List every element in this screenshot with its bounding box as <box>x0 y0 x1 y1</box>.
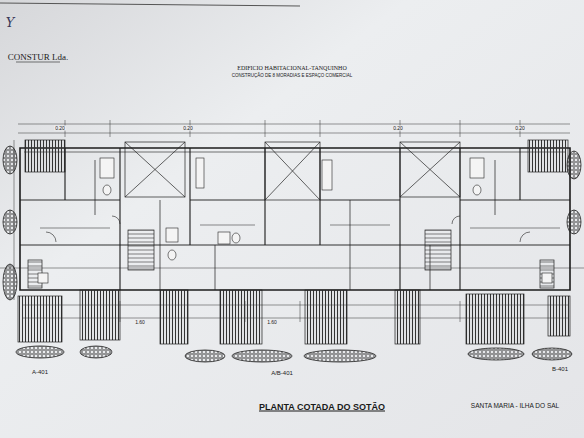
hatched-roof-areas-part <box>466 294 524 344</box>
shrubs-part <box>567 151 581 179</box>
dimension-text: 0.20 <box>54 126 66 131</box>
void-openings-part <box>265 142 320 200</box>
dimension-lines-part <box>300 301 301 322</box>
dimension-lines-part <box>460 120 461 137</box>
dimension-text: 1.60 <box>134 320 146 325</box>
void-openings-part <box>125 142 185 197</box>
sanitary-fixtures-part <box>103 185 111 195</box>
sanitary-fixtures-part <box>168 250 176 260</box>
shrubs-part <box>16 346 64 358</box>
sanitary-fixtures-part <box>100 158 114 178</box>
unit-label: B-401 <box>552 366 568 372</box>
shrubs-part <box>185 350 225 362</box>
staircases-part <box>128 230 154 270</box>
dimension-text: 1.60 <box>266 320 278 325</box>
handwritten-mark: Y <box>6 16 15 29</box>
dimension-lines-part <box>18 124 570 125</box>
company-name: CONSTUR Lda. <box>8 53 69 62</box>
dimension-lines-part <box>18 133 570 134</box>
dimension-lines-part <box>265 120 266 137</box>
drawing-subtitle: CONSTRUÇÃO DE 8 MORADIAS E ESPAÇO COMERC… <box>232 74 352 79</box>
dimension-text: 0.20 <box>182 126 194 131</box>
hatched-roof-areas-part <box>528 140 568 172</box>
sheet-caption: PLANTA COTADA DO SOTÃO <box>259 403 385 412</box>
sanitary-fixtures-part <box>46 216 530 242</box>
hatched-roof-areas-part <box>25 140 65 172</box>
shrubs-part <box>3 210 17 234</box>
unit-label: A-401 <box>32 369 48 375</box>
dimension-lines-part <box>320 120 321 137</box>
hatched-roof-areas-part <box>80 290 120 340</box>
hatched-roof-areas-part <box>160 290 188 344</box>
dimension-lines-part <box>110 120 111 137</box>
shrubs-part <box>304 350 376 362</box>
hatched-roof-areas-part <box>395 290 420 344</box>
shrubs-part <box>3 146 17 174</box>
shrubs-part <box>567 210 581 234</box>
hatched-roof-areas-part <box>305 290 347 344</box>
walls-part <box>20 148 570 290</box>
walls-part <box>24 152 566 153</box>
hatched-roof-areas-part <box>18 296 62 342</box>
shrubs-part <box>232 350 292 362</box>
sanitary-fixtures-part <box>196 158 204 188</box>
title-underline <box>16 62 60 63</box>
sanitary-fixtures-part <box>232 233 240 243</box>
drawing-title: EDIFICIO HABITACIONAL-TANQUINHO <box>237 65 347 71</box>
sanitary-fixtures-part <box>470 158 484 178</box>
staircases-part <box>425 230 451 270</box>
sanitary-fixtures-part <box>218 232 230 244</box>
walls-part <box>95 160 495 290</box>
void-openings-part <box>400 142 460 197</box>
sanitary-fixtures-part <box>542 273 552 283</box>
fold-line <box>0 3 300 6</box>
sanitary-fixtures-part <box>473 185 481 195</box>
staircases <box>28 230 554 288</box>
void-openings-part <box>125 142 185 197</box>
site-location: SANTA MARIA - ILHA DO SAL <box>471 403 559 410</box>
shrubs-part <box>3 264 17 300</box>
dimension-text: 0.20 <box>392 126 404 131</box>
sanitary-fixtures-part <box>322 160 332 190</box>
dimension-text: 0.20 <box>514 126 526 131</box>
shrubs-part <box>80 346 112 358</box>
sanitary-fixtures-part <box>166 228 178 242</box>
shrubs-part <box>468 348 524 360</box>
sanitary-fixtures <box>38 158 552 283</box>
hatched-roof-areas-part <box>220 290 262 344</box>
walls-part <box>65 148 520 290</box>
void-openings-part <box>265 142 320 200</box>
hatched-roof-areas-part <box>548 296 570 336</box>
hatched-roof-areas <box>18 140 570 344</box>
dimension-lines-part <box>460 301 461 322</box>
void-openings <box>125 142 460 200</box>
walls-part <box>20 245 570 246</box>
dimension-lines-part <box>0 268 584 269</box>
void-openings-part <box>400 142 460 197</box>
shrubs <box>3 146 581 362</box>
staircases-part <box>540 260 554 288</box>
unit-label: A/B-401 <box>271 370 293 376</box>
walls-part <box>40 225 560 228</box>
sanitary-fixtures-part <box>38 273 48 283</box>
shrubs-part <box>532 348 572 360</box>
walls <box>20 148 570 290</box>
